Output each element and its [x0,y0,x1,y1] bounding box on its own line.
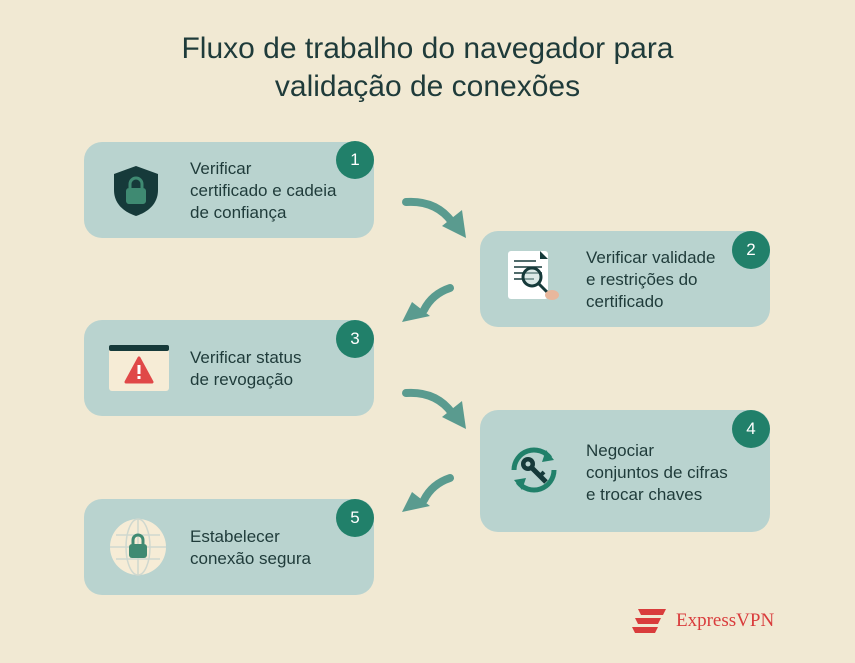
step-label-5: Estabelecer conexão segura [190,527,311,568]
step-badge-1: 1 [336,141,374,179]
step-card-4: Negociar conjuntos de cifras e trocar ch… [480,410,770,532]
warning-window-icon [109,345,169,391]
step-label-2: Verificar validade e restrições do certi… [586,248,716,311]
step-label-3: Verificar status de revogação [190,348,302,389]
arrow-2-to-3 [402,284,454,322]
document-magnifier-icon [508,251,559,300]
step-card-5: Estabelecer conexão segura [84,499,374,595]
page-title: Fluxo de trabalho do navegador para vali… [0,30,855,106]
title-line-1: Fluxo de trabalho do navegador para [181,32,674,65]
arrow-1-to-2 [402,197,466,238]
shield-lock-icon [114,166,158,216]
expressvpn-logo-icon [632,609,666,633]
step-card-1: Verificar certificado e cadeia de confia… [84,142,374,238]
expressvpn-logo: ExpressVPN [632,607,774,635]
step-badge-2: 2 [732,231,770,269]
step-label-1: Verificar certificado e cadeia de confia… [190,159,337,222]
key-exchange-icon [511,447,557,493]
expressvpn-wordmark: ExpressVPN [676,610,775,631]
title-line-2: validação de conexões [274,70,581,103]
step-badge-5: 5 [336,499,374,537]
step-card-2: Verificar validade e restrições do certi… [480,231,770,327]
step-label-4: Negociar conjuntos de cifras e trocar ch… [586,441,728,504]
globe-lock-icon [110,518,166,576]
step-badge-3: 3 [336,320,374,358]
step-card-3: Verificar status de revogação [84,320,374,416]
arrow-3-to-4 [402,388,466,429]
step-badge-4: 4 [732,410,770,448]
arrow-4-to-5 [402,474,454,512]
